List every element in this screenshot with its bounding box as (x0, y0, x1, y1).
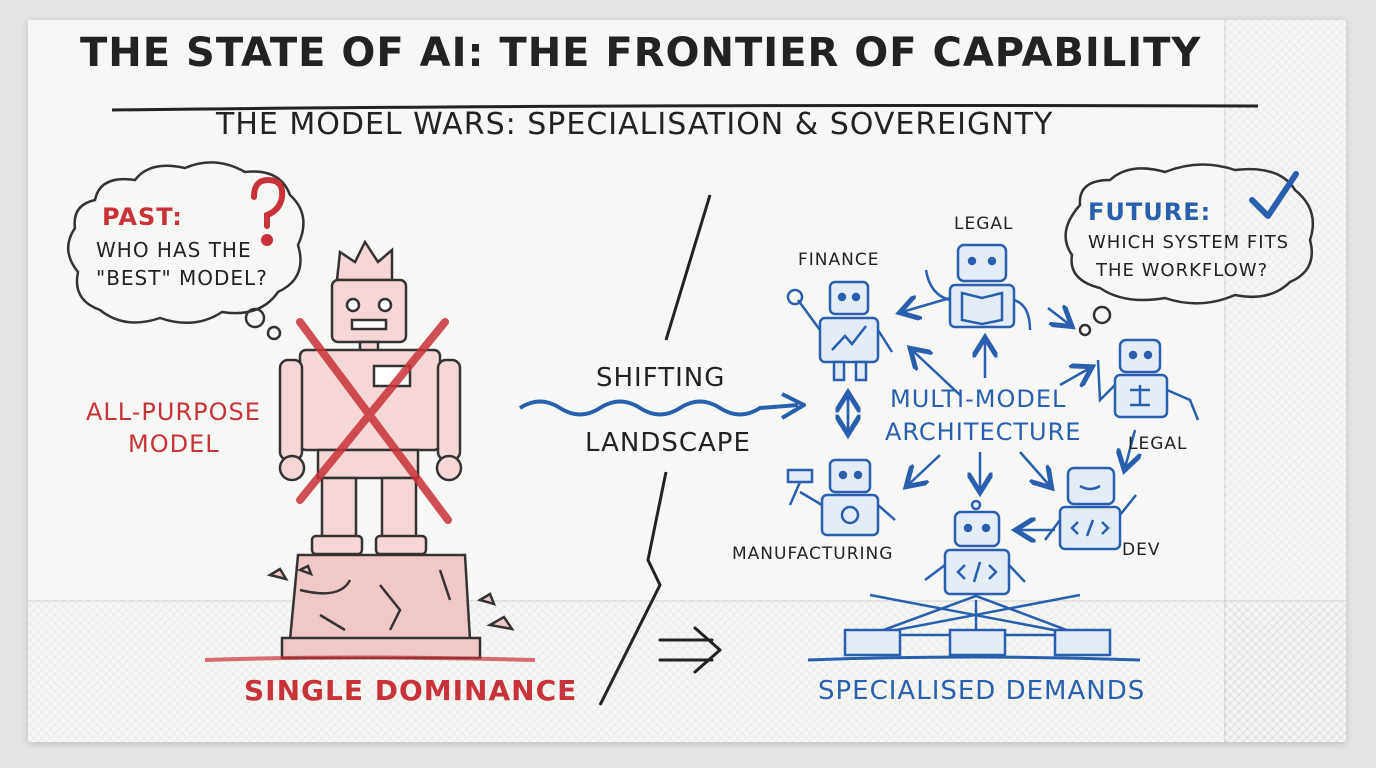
legal-robot-right (1098, 340, 1198, 420)
legal-top-label: LEGAL (954, 214, 1014, 234)
past-question-line2: "BEST" MODEL? (96, 266, 268, 290)
landscape-label: LANDSCAPE (585, 428, 751, 458)
single-dominance-caption: SINGLE DOMINANCE (244, 674, 577, 707)
page-title: THE STATE OF AI: THE FRONTIER OF CAPABIL… (80, 30, 1201, 76)
multi-model-label-line1: MULTI-MODEL (890, 385, 1066, 413)
network-ground (808, 657, 1140, 660)
legal-right-label: LEGAL (1128, 434, 1188, 454)
future-question-line2: THE WORKFLOW? (1096, 260, 1268, 281)
past-heading: PAST: (102, 203, 183, 231)
manufacturing-robot (788, 460, 895, 535)
legal-robot-top (926, 245, 1030, 330)
shifting-arrow (520, 402, 798, 415)
specialised-demands-caption: SPECIALISED DEMANDS (818, 676, 1145, 706)
all-purpose-label-line2: MODEL (128, 430, 220, 458)
divider-line-top (666, 195, 710, 340)
crown-icon (337, 242, 392, 280)
finance-label: FINANCE (798, 250, 879, 270)
checkmark-icon (1252, 174, 1296, 216)
question-mark-icon (254, 180, 282, 243)
dev-label: DEV (1122, 540, 1160, 560)
dev-robot-center (925, 501, 1025, 594)
multi-model-label-line2: ARCHITECTURE (885, 418, 1081, 446)
manufacturing-label: MANUFACTURING (732, 544, 893, 564)
future-question-line1: WHICH SYSTEM FITS (1088, 232, 1289, 253)
past-question-line1: WHO HAS THE (96, 238, 252, 262)
bottom-right-arrow-icon (660, 628, 720, 672)
pedestal-ground (205, 658, 535, 661)
page-subtitle: THE MODEL WARS: SPECIALISATION & SOVEREI… (216, 107, 1053, 142)
specialised-network (845, 595, 1110, 655)
shifting-label: SHIFTING (596, 363, 725, 393)
future-heading: FUTURE: (1088, 198, 1211, 226)
divider-line-bottom (600, 472, 666, 705)
broken-pedestal (270, 555, 512, 658)
dev-robot-right (1045, 468, 1136, 549)
all-purpose-label-line1: ALL-PURPOSE (86, 398, 261, 426)
finance-robot (788, 282, 892, 380)
